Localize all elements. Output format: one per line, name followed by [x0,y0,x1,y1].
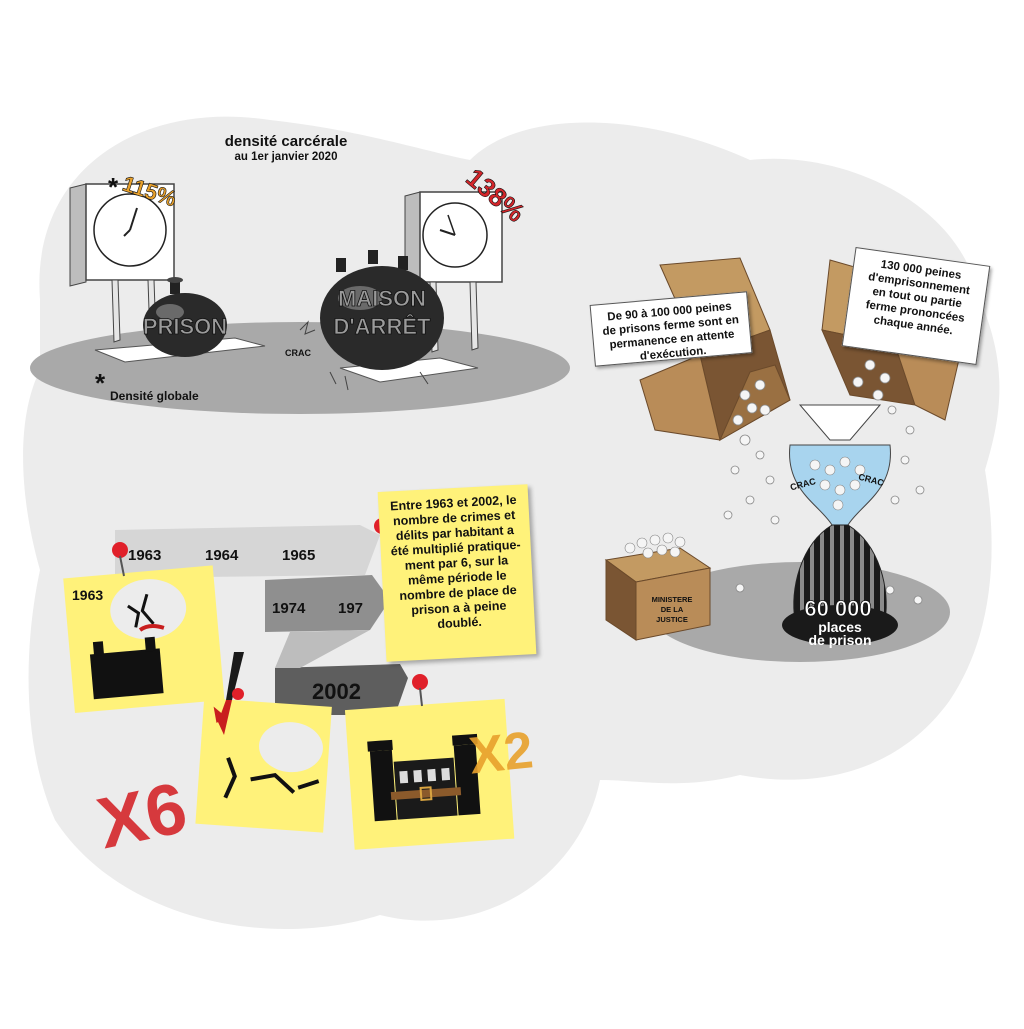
maison-bomb [299,250,444,391]
billboard-left [69,183,175,343]
x6-label: X6 [91,768,194,865]
timeline-year: 1974 [272,600,306,617]
x2-label: X2 [466,721,535,785]
maison-label-line1: MAISON [338,286,426,311]
pin-icon [232,688,244,700]
ministry-line1: MINISTERE [652,595,693,604]
title-line1: densité carcérale [225,133,348,150]
note-card-right: 130 000 peines d'emprisonnement en tout … [841,247,991,365]
global-density-marker: * [108,172,119,202]
timeline-year: 1964 [205,547,239,564]
timeline-year: 1965 [282,547,315,564]
footnote-text: Densité globale [110,389,199,403]
ministry-line2: DE LA [661,605,684,614]
hourglass [789,404,891,621]
places-line2: de prison [808,632,871,648]
sticky-crime [195,697,332,833]
title-line2: au 1er janvier 2020 [235,151,338,163]
density-scene [30,183,570,414]
knife-icon [218,652,244,735]
note-card-left: De 90 à 100 000 peines de prisons ferme … [589,291,753,367]
timeline-year-2002: 2002 [312,679,361,704]
sticky-year-label: 1963 [72,587,103,603]
places-value: 60 000 [804,596,871,621]
places-line1: places [818,619,862,635]
crac-label: CRAC [285,348,311,358]
timeline-year: 197 [338,600,363,617]
sticky-prison [344,698,515,850]
band-mid [265,575,390,632]
falling-balls [723,359,925,605]
ministry-box [604,532,712,641]
pin-icon [112,542,128,577]
band-bottom [275,664,408,715]
ministry-line3: JUSTICE [656,615,688,624]
timeline-note: Entre 1963 et 2002, le nombre de crimes … [377,484,537,662]
timeline-note-text: Entre 1963 et 2002, le nombre de crimes … [389,492,521,632]
boxes-scene [604,257,961,662]
places-base [782,605,898,645]
prison-label: PRISON [143,314,227,339]
pin-icon [412,674,428,707]
timeline-scene [115,525,408,715]
timeline-year: 1963 [128,547,161,564]
maison-label-line2: D'ARRÊT [334,314,431,339]
note-card-right-text: 130 000 peines d'emprisonnement en tout … [864,258,971,338]
prison-bomb [143,277,227,357]
band-top [115,525,380,578]
footnote-marker: * [95,368,106,398]
billboard-right [404,191,503,353]
sticky-1963 [63,565,225,713]
